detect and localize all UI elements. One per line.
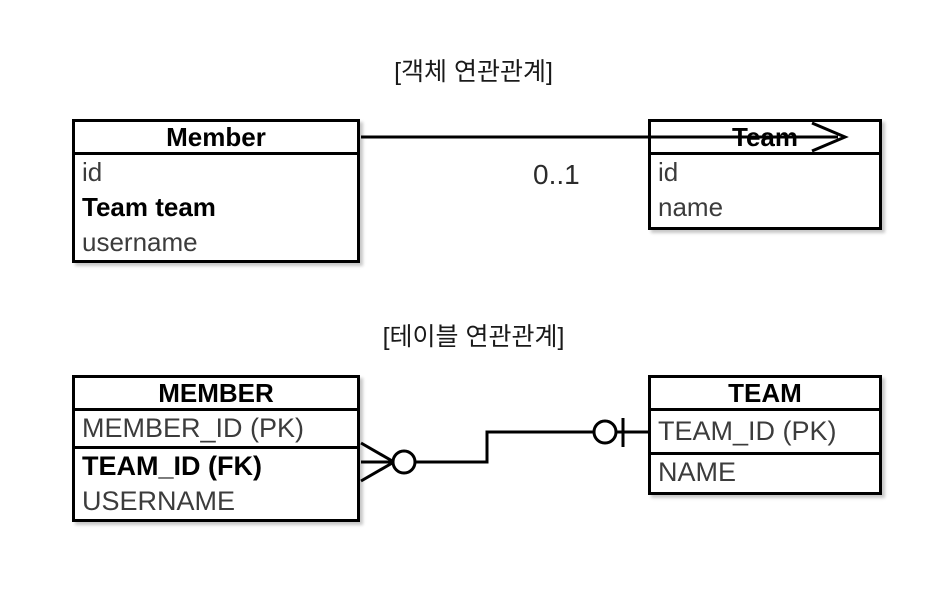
crows-foot-many-icon xyxy=(360,441,395,483)
cardinality-zero-circle-icon xyxy=(391,449,417,475)
table-model-caption: [테이블 연관관계] xyxy=(382,323,565,351)
column-row: TEAM_ID (FK) xyxy=(82,451,262,481)
class-box-member-attributes: id Team team username xyxy=(75,155,357,260)
object-model-caption: [객체 연관관계] xyxy=(394,58,553,86)
table-box-member-keys: MEMBER_ID (PK) xyxy=(75,411,357,449)
table-box-team[interactable]: TEAM TEAM_ID (PK) NAME xyxy=(648,375,882,495)
table-box-team-columns: NAME xyxy=(651,455,879,490)
column-row: TEAM_ID (PK) xyxy=(658,416,837,446)
class-box-team[interactable]: Team id name xyxy=(648,119,882,230)
table-box-member-columns: TEAM_ID (FK) USERNAME xyxy=(75,449,357,519)
relationship-line xyxy=(413,430,596,464)
column-row: NAME xyxy=(658,457,737,487)
table-box-team-title: TEAM xyxy=(651,378,879,411)
table-box-team-keys: TEAM_ID (PK) xyxy=(651,411,879,455)
column-row: USERNAME xyxy=(82,486,236,516)
attribute-row: name xyxy=(658,192,724,222)
table-box-member-title: MEMBER xyxy=(75,378,357,411)
attribute-row: username xyxy=(82,227,198,257)
attribute-row: id xyxy=(658,157,679,187)
crows-foot-relationship-member-team xyxy=(360,418,648,483)
table-box-member[interactable]: MEMBER MEMBER_ID (PK) TEAM_ID (FK) USERN… xyxy=(72,375,360,522)
class-box-member-title: Member xyxy=(75,122,357,155)
column-row: MEMBER_ID (PK) xyxy=(82,413,305,443)
class-box-team-title: Team xyxy=(651,122,879,155)
class-box-member[interactable]: Member id Team team username xyxy=(72,119,360,263)
association-multiplicity-label: 0..1 xyxy=(533,159,580,190)
attribute-row: id xyxy=(82,157,103,187)
cardinality-zero-circle-icon xyxy=(592,419,618,445)
attribute-row: Team team xyxy=(82,192,216,222)
class-box-team-attributes: id name xyxy=(651,155,879,225)
